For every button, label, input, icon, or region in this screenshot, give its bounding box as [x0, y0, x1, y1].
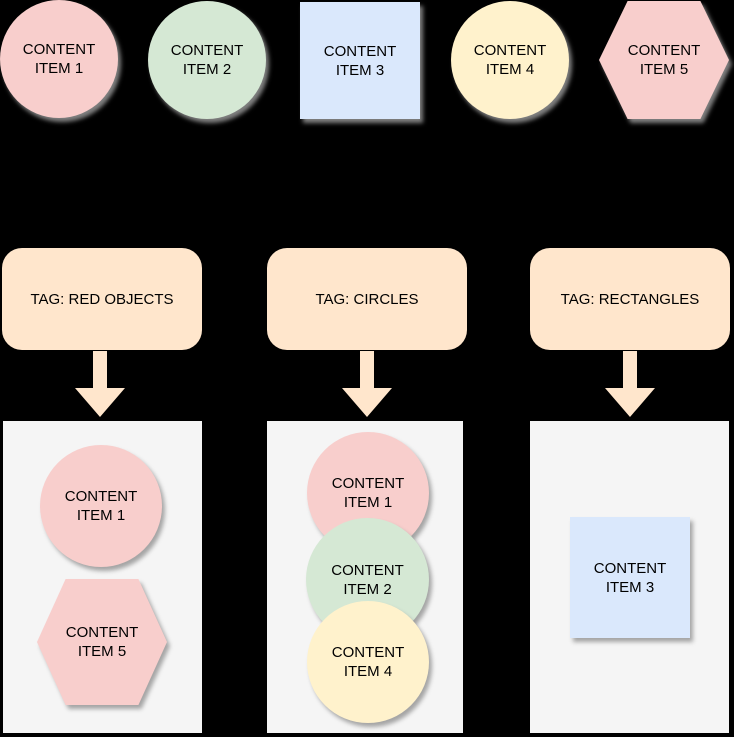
node-label: CONTENT ITEM 1: [331, 475, 405, 511]
node-label: CONTENT ITEM 4: [331, 644, 405, 680]
hexagon-shape: CONTENT ITEM 5: [599, 1, 729, 119]
content-item-2-circle: CONTENT ITEM 2: [148, 1, 266, 119]
node-label: CONTENT ITEM 3: [323, 42, 397, 79]
down-arrow-icon: [342, 351, 392, 417]
down-arrow-icon: [75, 351, 125, 417]
tag-red-objects: TAG: RED OBJECTS: [2, 248, 202, 350]
content-item-3-square: CONTENT ITEM 3: [300, 2, 420, 119]
tag-label: TAG: RED OBJECTS: [30, 290, 174, 308]
node-label: CONTENT ITEM 1: [22, 41, 96, 77]
node-label: CONTENT ITEM 2: [331, 561, 404, 598]
node-label: CONTENT ITEM 5: [627, 42, 701, 78]
tag-circles: TAG: CIRCLES: [267, 248, 467, 350]
node-label: CONTENT ITEM 5: [65, 624, 139, 660]
tag-rectangles: TAG: RECTANGLES: [530, 248, 730, 350]
hexagon-shape: CONTENT ITEM 5: [37, 579, 167, 705]
grouped-content-item-1-circle: CONTENT ITEM 1: [40, 445, 162, 567]
node-label: CONTENT ITEM 1: [64, 488, 138, 524]
grouped-content-item-3-square: CONTENT ITEM 3: [570, 517, 690, 638]
grouped-content-item-4-circle: CONTENT ITEM 4: [307, 601, 429, 723]
content-item-4-circle: CONTENT ITEM 4: [451, 1, 569, 119]
content-item-5-hexagon: CONTENT ITEM 5: [599, 1, 729, 119]
node-label: CONTENT ITEM 4: [473, 42, 547, 78]
down-arrow-icon: [605, 351, 655, 417]
tag-label: TAG: CIRCLES: [315, 290, 419, 308]
grouped-content-item-5-hexagon: CONTENT ITEM 5: [37, 579, 167, 705]
content-item-1-circle: CONTENT ITEM 1: [0, 0, 118, 118]
tag-label: TAG: RECTANGLES: [560, 290, 700, 308]
node-label: CONTENT ITEM 3: [593, 559, 667, 596]
node-label: CONTENT ITEM 2: [170, 42, 244, 78]
